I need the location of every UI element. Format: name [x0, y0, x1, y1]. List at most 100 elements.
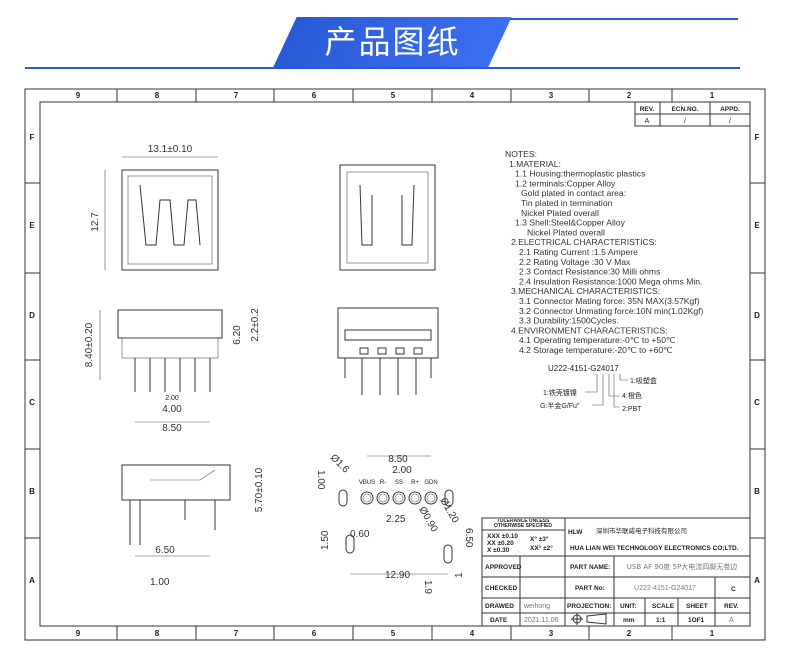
note-line: 2.3 Contact Resistance:30 Milli ohms	[519, 267, 660, 277]
note-line: 1.1 Housing:thermoplastic plastics	[515, 169, 645, 179]
fp-dim-1: 1	[454, 572, 465, 578]
column-label: 5	[391, 91, 396, 100]
scale-label: SCALE	[652, 603, 675, 610]
rev-header: REV.	[640, 106, 655, 113]
note-line: 1.2 terminals:Copper Alloy	[515, 178, 616, 188]
top-view: 13.1±0.10 12.7	[90, 144, 219, 271]
revision-table: REV. ECN.NO. APPD. A / /	[634, 101, 751, 127]
dim-top-height: 12.7	[90, 212, 101, 232]
fp-dim-d090: Ø0.90	[416, 505, 439, 534]
fp-dim-100: 1.00	[315, 470, 326, 490]
column-label: 4	[470, 91, 475, 100]
fp-dim-200: 2.00	[392, 465, 412, 476]
projection-symbol	[571, 613, 607, 625]
checked-label: CHECKED	[485, 585, 517, 592]
note-line: NOTES:	[505, 149, 537, 159]
note-line: 2.4 Insulation Resistance:1000 Mega ohms…	[519, 276, 702, 286]
scale-value: 1:1	[656, 617, 666, 624]
sheet-label: SHEET	[686, 603, 708, 610]
fp-dim-19: 1.9	[422, 580, 433, 594]
column-label: 5	[391, 629, 396, 638]
note-line: Nickel Plated overall	[521, 208, 599, 218]
note-line: 3.3 Durability:1500Cycles.	[519, 316, 619, 326]
part-code-legend: U222-4151-G24017 1:吸塑盒 1:铁壳镀镍 4:橙色 G:半金G…	[540, 364, 657, 413]
dim-front-pin: 6.20	[232, 325, 243, 345]
tol-ang2: XX° ±2°	[530, 544, 553, 552]
sheet-value: 1OF1	[688, 617, 705, 624]
ecn-value: /	[684, 118, 686, 125]
fp-dim-d16: Ø1.6	[328, 452, 351, 475]
row-label: B	[29, 487, 35, 496]
fp-dim-150: 1.50	[320, 530, 331, 550]
column-label: 2	[627, 91, 632, 100]
column-label: 6	[312, 91, 317, 100]
column-label: 8	[155, 629, 160, 638]
part-no-label: PART No:	[575, 585, 605, 592]
note-line: 1.3 Shell:Steel&Copper Alloy	[515, 218, 626, 228]
tolerance-title: TOLERANCE UNLESS OTHERWISE SPECIFIED	[494, 518, 552, 529]
column-label: 4	[470, 629, 475, 638]
ecn-header: ECN.NO.	[671, 106, 698, 113]
unit-value: mm	[623, 617, 635, 624]
column-label: 2	[627, 629, 632, 638]
tol-x: X ±0.30	[487, 547, 510, 554]
company-logo: HLW	[568, 529, 583, 536]
callout-color: 4:橙色	[622, 391, 642, 400]
note-line: 4.ENVIRONMENT CHARACTERISTICS:	[511, 325, 667, 335]
dim-front-height: 8.40±0.20	[84, 322, 95, 367]
rev-value-tb: A	[729, 617, 734, 624]
fp-dim-850: 8.50	[388, 454, 408, 465]
outer-frame	[24, 88, 766, 641]
pin-label: VBUS	[359, 480, 375, 486]
part-name-label: PART NAME:	[570, 564, 610, 571]
unit-label: UNIT:	[620, 603, 637, 610]
note-line: 3.2 Connector Unmating force:10N min(1.0…	[519, 306, 704, 316]
dim-side-100: 1.00	[150, 577, 170, 588]
dim-side-650: 6.50	[155, 545, 175, 556]
row-label: D	[754, 311, 760, 320]
pin-label: R-	[380, 480, 386, 486]
part-no-value: U222-4151-G24017	[634, 585, 696, 592]
rev-label: REV.	[724, 603, 739, 610]
column-label: 9	[76, 91, 81, 100]
note-line: 3.1 Connector Mating force: 35N MAX(3.57…	[519, 296, 700, 306]
right-front-view	[337, 307, 439, 395]
row-label: E	[754, 221, 760, 230]
row-label: B	[754, 487, 760, 496]
note-line: Gold plated in contact area:	[521, 188, 626, 198]
callout-plating: G:半金G/Fu"	[540, 401, 580, 410]
part-name-value: USB AF 90度 5P大电流四脚无卷边	[627, 562, 737, 571]
row-label: F	[30, 133, 35, 142]
company-name-en: HUA LIAN WEI TECHNOLOGY ELECTRONICS CO;L…	[570, 545, 739, 552]
row-label: C	[754, 398, 760, 407]
projection-label: PROJECTION:	[567, 603, 611, 610]
right-top-view	[339, 164, 436, 271]
row-label: A	[29, 576, 35, 585]
part-rev: C	[731, 586, 736, 593]
callout-shell: 1:铁壳镀镍	[543, 388, 577, 397]
note-line: Tin plated in termination	[521, 198, 613, 208]
drawed-value: weihong	[523, 603, 550, 610]
drawed-label: DRAWED	[485, 603, 514, 610]
column-label: 8	[155, 91, 160, 100]
dim-top-width: 13.1±0.10	[148, 144, 193, 155]
tol-ang1: X° ±3°	[530, 535, 549, 543]
fp-dim-650: 6.50	[463, 528, 474, 548]
row-label: A	[754, 576, 760, 585]
company-name-cn: 深圳市华联威电子科技有限公司	[596, 526, 687, 535]
column-label: 7	[234, 91, 239, 100]
header-banner: 产品图纸	[0, 0, 790, 80]
column-label: 7	[234, 629, 239, 638]
inner-frame	[39, 101, 751, 627]
callout-material: 2:PBT	[622, 406, 642, 413]
notes: NOTES:1.MATERIAL:1.1 Housing:thermoplast…	[505, 149, 704, 355]
dim-width-850: 8.50	[162, 423, 182, 434]
note-line: 2.ELECTRICAL CHARACTERISTICS:	[511, 237, 657, 247]
title-block: TOLERANCE UNLESS OTHERWISE SPECIFIED XXX…	[481, 517, 751, 627]
date-value: 2021.11.06	[524, 617, 559, 624]
appd-value: /	[729, 118, 731, 125]
column-label: 9	[76, 629, 81, 638]
column-label: 6	[312, 629, 317, 638]
